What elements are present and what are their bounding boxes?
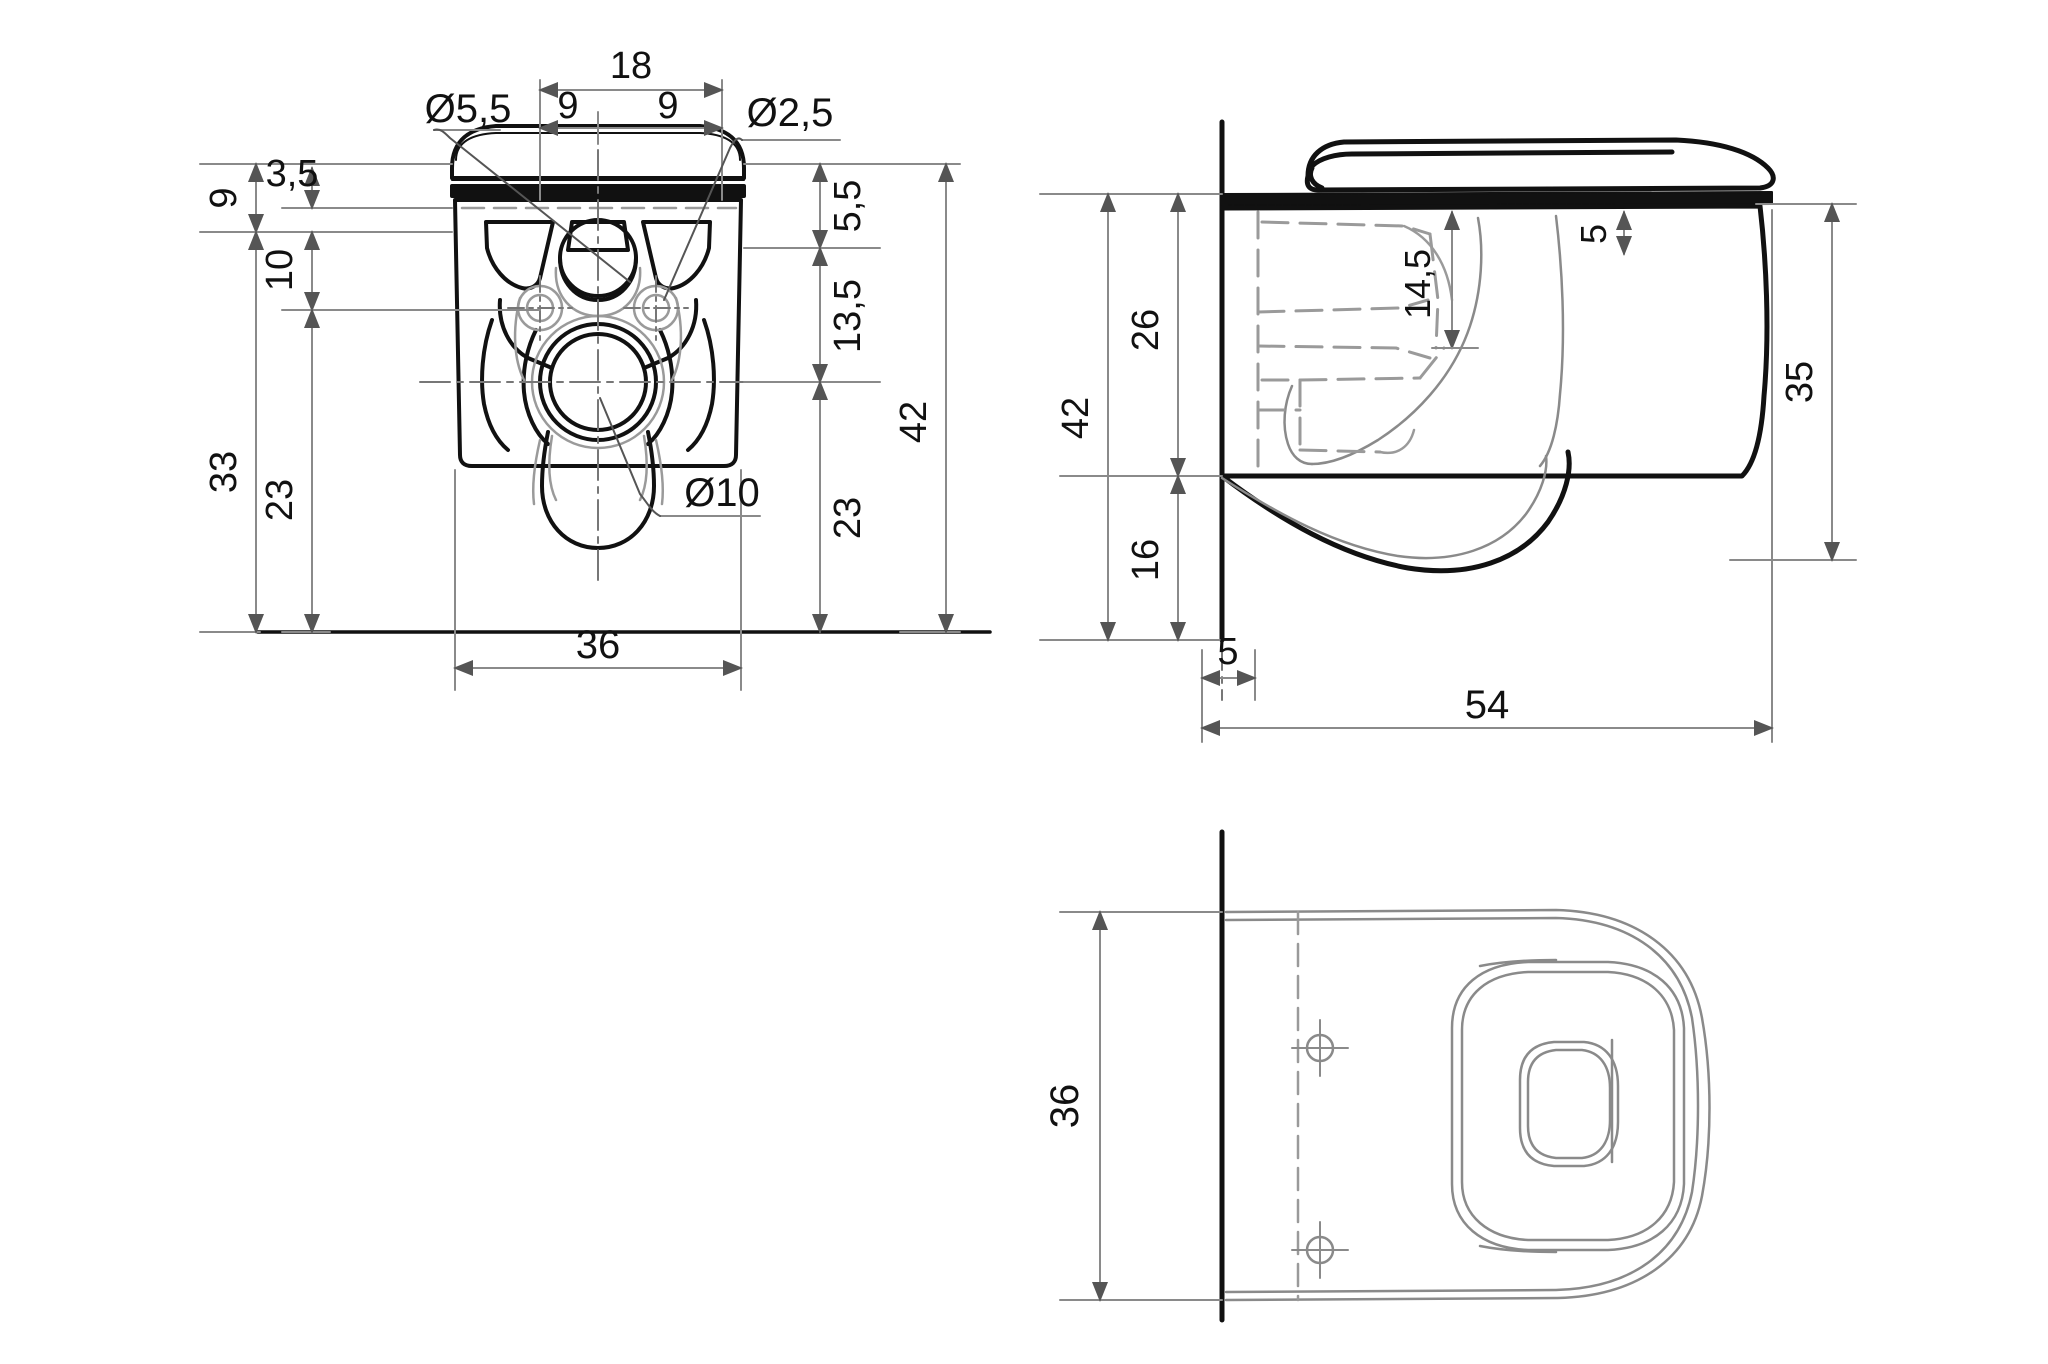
front-view-callout-outlet-label: Ø10 [684,471,760,515]
side-view-dim-bottom-5 [1200,649,1257,717]
front-view-dim-33-label: 33 [203,451,245,493]
top-view-outlet-shape [1518,1038,1620,1168]
front-view-dim-10-label: 10 [259,249,301,291]
side-view-dim-inner-14-5 [1431,210,1479,350]
side-view-bowl-outline [1219,203,1770,574]
side-view-dim-5-label: 5 [1573,224,1614,244]
side-view-hidden-geometry [1256,210,1446,480]
side-view-dim-26-label: 26 [1125,309,1167,351]
front-view-dim-36-label: 36 [576,623,621,667]
front-view-dim-13-5-label: 13,5 [827,279,869,353]
front-view-dim-23-right-label: 23 [827,497,869,539]
front-view-callout-small-hole-label: Ø2,5 [747,91,834,135]
side-view-dim-bottom-5-label: 5 [1217,631,1238,673]
front-view-callout-bolt-hole-label: Ø5,5 [425,87,512,131]
front-view-callout-small-hole [663,137,841,301]
side-view-seat-lid [1304,137,1776,193]
side-view-dim-35 [1729,202,1857,562]
front-view-dim-9-left-label: 9 [557,85,578,127]
front-view-dim-42-label: 42 [893,401,935,443]
front-view-dim-right-stack [743,162,901,634]
front-view-callout-bolt-hole [433,128,631,283]
front-view-dim-9-right-label: 9 [657,85,678,127]
front-view-dim-42 [899,162,961,634]
side-view: 42 26 16 5 14,5 35 5 [1039,119,1857,743]
front-view-dim-3-5-label: 3,5 [266,153,319,195]
front-view-dim-9-9 [538,111,724,145]
front-view-dim-5-5-label: 5,5 [827,180,869,233]
top-view-bolt-hole-lower [1291,1221,1349,1279]
front-view-dim-left-stack [199,162,453,634]
front-view: 18 9 9 9 33 3,5 10 23 [199,45,992,691]
top-view-dim-36 [1059,910,1223,1302]
front-view-dim-18-label: 18 [610,45,652,87]
front-view-bolt-hole-left [507,275,573,341]
top-view-dim-36-label: 36 [1043,1084,1087,1129]
top-view-seat-outline [1224,908,1711,1302]
front-view-dim-18 [538,79,724,201]
front-view-dim-inner-left-stack [281,166,541,634]
top-view: 36 [1043,829,1711,1323]
side-view-dim-16-label: 16 [1125,539,1167,581]
side-view-dim-54-label: 54 [1465,683,1510,727]
side-view-dim-14-5-label: 14,5 [1397,249,1438,319]
front-view-dim-9-left-vert-label: 9 [203,187,245,208]
front-view-dim-23-left-label: 23 [259,479,301,521]
top-view-bowl-opening [1450,958,1686,1254]
side-view-dim-left-stack [1039,192,1223,642]
side-view-dim-54 [1200,209,1774,743]
front-view-bolt-hole-right [623,275,689,341]
side-view-dim-42-label: 42 [1055,397,1097,439]
front-view-center-lines [419,149,771,581]
side-view-dim-35-label: 35 [1779,361,1821,403]
front-view-dim-36 [453,469,743,691]
top-view-bolt-hole-upper [1291,1019,1349,1077]
front-view-callout-outlet [599,397,761,517]
side-view-bowl-inner [1220,214,1565,560]
